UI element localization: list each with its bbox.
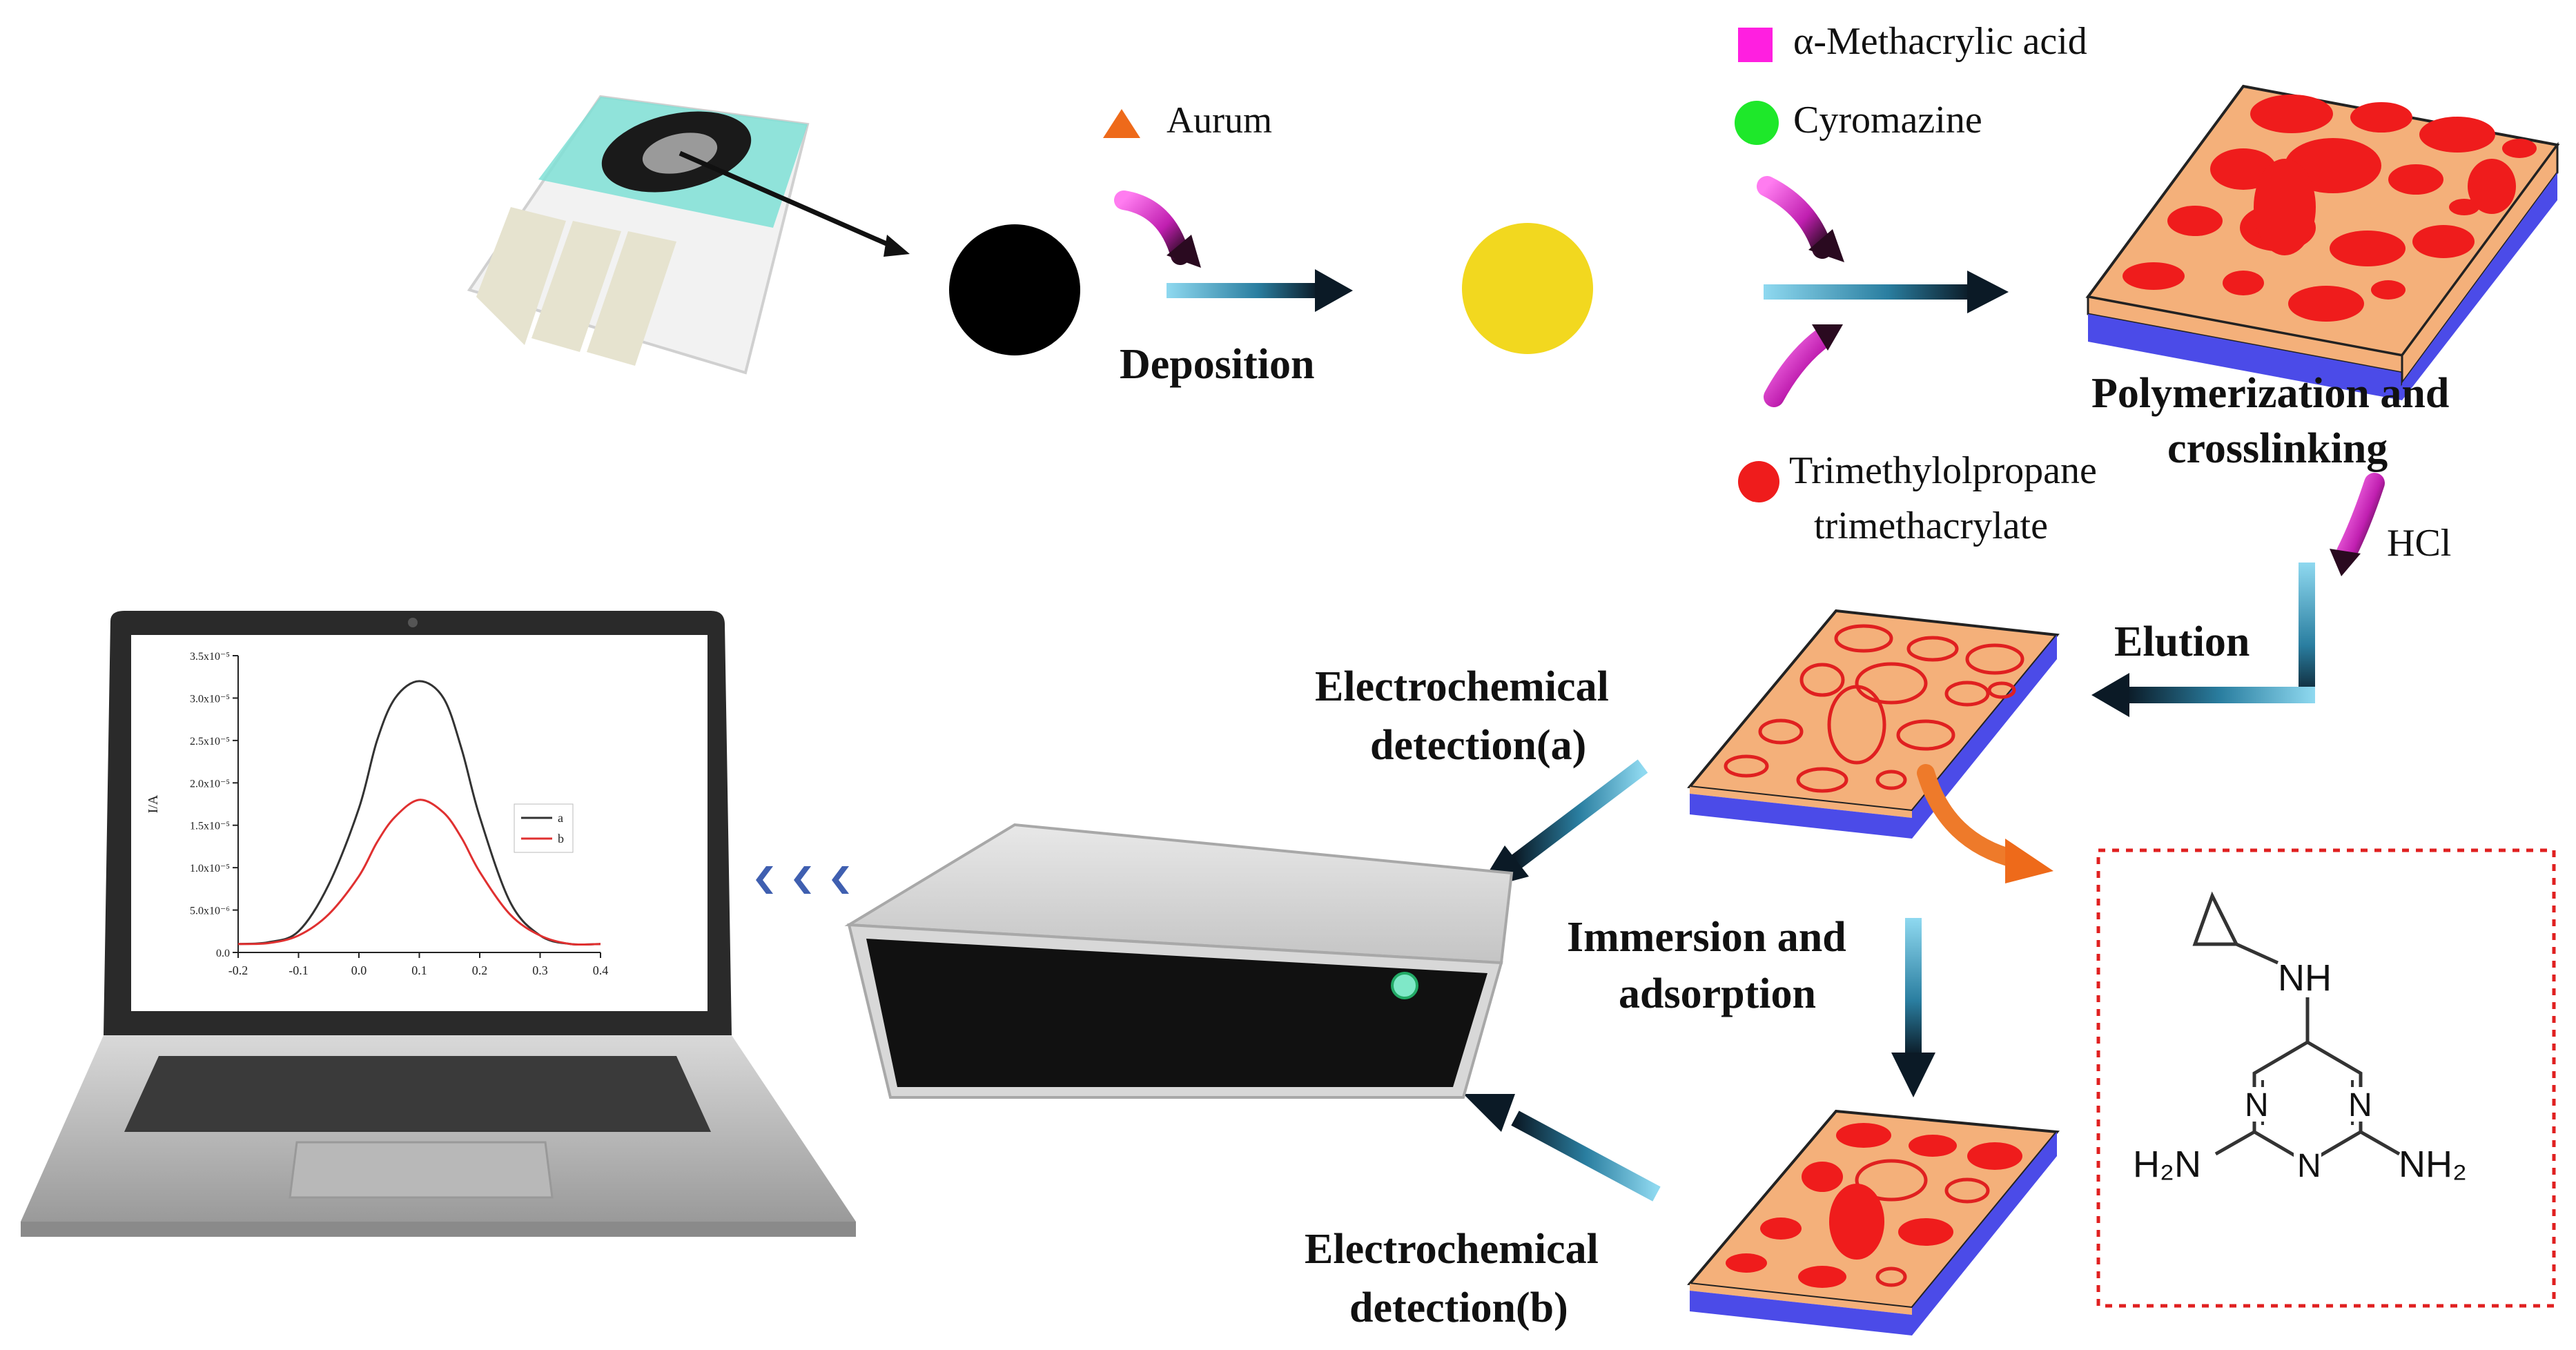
n-label-right: N: [2348, 1087, 2372, 1124]
bare-electrode-disk: [949, 224, 1080, 355]
n-label-bottom: N: [2297, 1148, 2321, 1184]
polymerization-label-1: Polymerization and: [2091, 370, 2449, 417]
deposition-label: Deposition: [1120, 341, 1314, 388]
dpv-chart: -0.2 -0.1 0.0 0.1 0.2 0.3 0.4 0.0 5.0x10⁻⁶ 1.0x10…: [146, 651, 608, 977]
cyromazine-structure: NH N N N H₂N NH₂: [2096, 848, 2556, 1308]
screen-printed-electrode: [467, 95, 910, 375]
cyromazine-circle-icon: [1735, 101, 1779, 145]
orange-arrow-to-molecule: [1917, 764, 2024, 868]
curve-arrow-lower: [1764, 328, 1833, 407]
chart-series-b: [237, 799, 601, 946]
h2n-label: H₂N: [2133, 1144, 2201, 1185]
chart-y-tick-label: 2.0x10⁻⁵: [190, 778, 230, 790]
chart-y-tick-label: 0.0: [216, 948, 230, 959]
laptop: [21, 611, 856, 1237]
chart-x-tick-label: 0.1: [411, 963, 427, 977]
chart-x-tick-label: 0.3: [532, 963, 548, 977]
electrochemical-workstation: [844, 823, 1514, 1099]
immersion-label-2: adsorption: [1619, 970, 1816, 1017]
chart-y-tick-label: 3.5x10⁻⁵: [190, 651, 230, 663]
methacrylic-square-icon: [1738, 28, 1773, 62]
polymerization-label-2: crosslinking: [2167, 425, 2388, 472]
chart-legend: [514, 803, 574, 853]
trimethylol-label-1: Trimethylolpropane: [1789, 449, 2097, 492]
n-label-left: N: [2245, 1087, 2269, 1124]
immersion-label-1: Immersion and: [1567, 914, 1846, 961]
cyromazine-label: Cyromazine: [1793, 99, 1982, 141]
power-indicator: [1391, 972, 1418, 999]
methacrylic-label: α-Methacrylic acid: [1793, 20, 2087, 63]
detection-b-arrow: [1463, 1094, 1661, 1202]
detection-b-label-2: detection(b): [1349, 1284, 1568, 1331]
trimethylol-label-2: trimethacrylate: [1814, 505, 2048, 547]
aurum-triangle-icon: [1103, 109, 1140, 138]
chart-y-tick-label: 1.0x10⁻⁵: [190, 863, 230, 874]
aurum-label: Aurum: [1167, 99, 1272, 141]
curve-arrow-aurum: [1114, 190, 1190, 265]
imprinted-polymer-slab: [2085, 84, 2560, 400]
eluted-polymer-slab: [1687, 609, 2060, 839]
chart-y-tick-label: 2.5x10⁻⁵: [190, 736, 230, 747]
detection-a-label-2: detection(a): [1370, 722, 1586, 769]
chart-series-a: [237, 680, 601, 946]
chart-x-tick-label: 0.2: [472, 963, 488, 977]
rebound-polymer-slab: [1687, 1109, 2060, 1336]
curve-arrow-upper: [1757, 176, 1833, 259]
nh2-label: NH₂: [2399, 1144, 2467, 1185]
chart-x-tick-label: -0.2: [228, 963, 248, 977]
chevron-left-icons: [756, 866, 849, 894]
detection-b-label-1: Electrochemical: [1305, 1226, 1599, 1273]
trimethylol-circle-icon: [1738, 461, 1779, 502]
detection-a-label-1: Electrochemical: [1315, 663, 1609, 710]
chart-x-tick-label: 0.0: [351, 963, 367, 977]
chart-x-tick-label: 0.4: [593, 963, 609, 977]
chart-legend-label-b: b: [558, 832, 564, 845]
chart-y-axis-label: I/A: [146, 794, 161, 813]
gold-modified-disk: [1462, 223, 1593, 354]
chart-legend-label-a: a: [558, 811, 563, 825]
curve-arrow-hcl: [2336, 473, 2385, 562]
chart-x-tick-label: -0.1: [289, 963, 309, 977]
molecule-dashed-box: [2096, 848, 2556, 1308]
immersion-arrow: [1891, 918, 1935, 1097]
chart-y-tick-label: 5.0x10⁻⁶: [190, 906, 230, 917]
polymerization-arrow: [1764, 271, 2009, 313]
chart-y-tick-label: 3.0x10⁻⁵: [190, 693, 230, 705]
nh-label: NH: [2278, 957, 2332, 999]
elution-arrow: [2091, 562, 2315, 717]
chart-y-tick-label: 1.5x10⁻⁵: [190, 821, 230, 832]
elution-label: Elution: [2114, 618, 2250, 665]
hcl-label: HCl: [2387, 522, 2451, 565]
deposition-arrow: [1167, 269, 1353, 312]
